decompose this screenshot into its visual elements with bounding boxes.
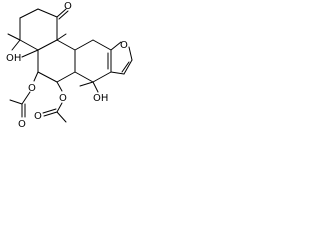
ester-oxygen-left-label: O [28, 83, 36, 94]
ketone-oxygen-label: O [64, 1, 72, 12]
bond [92, 39, 112, 51]
bond [37, 71, 58, 83]
bond [56, 33, 67, 41]
bond [74, 39, 94, 51]
bond [123, 59, 133, 75]
molecule-structure-diagram: O O OH OH O O O O [6, 1, 133, 130]
bond [110, 71, 125, 75]
furan-oxygen-label: O [120, 40, 128, 51]
bond [79, 81, 94, 87]
bond [56, 111, 67, 123]
carbonyl-oxygen-left-label: O [18, 119, 26, 130]
carbonyl-oxygen-right-label: O [34, 111, 42, 122]
bond [56, 39, 76, 51]
bond [121, 61, 130, 73]
bond [43, 111, 58, 117]
bond [9, 99, 23, 105]
bond [7, 33, 21, 41]
bond [56, 71, 76, 83]
bond [37, 39, 58, 51]
bond [74, 71, 94, 83]
bond [21, 91, 31, 105]
bond [19, 8, 39, 19]
hydroxyl-left-label: OH [6, 53, 21, 64]
bond [92, 81, 99, 93]
bond [37, 8, 58, 18]
bond [19, 39, 39, 51]
bond [56, 8, 67, 18]
hydroxyl-right-label: OH [93, 93, 108, 104]
bond [128, 46, 133, 61]
bond [110, 41, 122, 51]
bond [33, 71, 39, 82]
bond [11, 39, 21, 51]
bond [58, 10, 69, 20]
bond [92, 71, 112, 83]
ester-oxygen-right-label: O [59, 93, 67, 104]
bond [42, 108, 57, 114]
bond [56, 102, 63, 113]
bond [21, 49, 39, 58]
bond [56, 81, 63, 92]
